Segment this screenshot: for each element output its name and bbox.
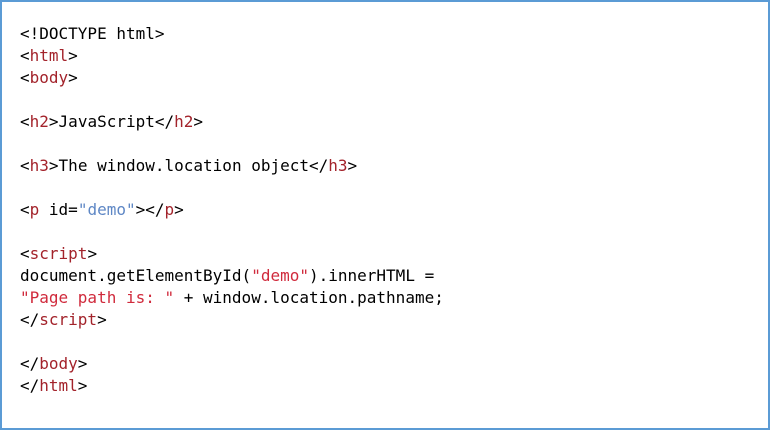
code-token: </ [145, 200, 165, 219]
code-token: < [20, 200, 30, 219]
code-token: > [77, 354, 88, 373]
code-token: "demo" [251, 266, 309, 285]
code-line: </body> [20, 353, 750, 375]
code-token: h3 [328, 156, 348, 175]
code-line [20, 133, 750, 155]
code-line: "Page path is: " + window.location.pathn… [20, 287, 750, 309]
code-token: + window.location.pathname; [174, 288, 444, 307]
code-token: > [347, 156, 358, 175]
code-token: h2 [174, 112, 194, 131]
code-token: </ [20, 376, 40, 395]
code-line: <html> [20, 45, 750, 67]
code-token: script [29, 244, 88, 263]
code-token: The window.location object [58, 156, 309, 175]
code-block: <!DOCTYPE html><html><body> <h2>JavaScri… [2, 2, 768, 397]
code-token: </ [154, 112, 175, 131]
code-token: h3 [29, 156, 49, 175]
code-token: ).innerHTML = [308, 266, 435, 285]
code-token: </ [20, 310, 40, 329]
code-line: <h2>JavaScript</h2> [20, 111, 750, 133]
code-token: body [29, 68, 69, 87]
code-token: body [39, 354, 78, 373]
code-line: document.getElementById("demo").innerHTM… [20, 265, 750, 287]
code-line: <script> [20, 243, 750, 265]
code-token: html [29, 46, 69, 65]
code-token: > [135, 200, 146, 219]
code-token: </ [309, 156, 329, 175]
code-token: > [97, 310, 107, 329]
code-token: script [39, 310, 98, 329]
code-token: p [164, 200, 175, 219]
code-token: document.getElementById( [20, 266, 252, 285]
code-line: <!DOCTYPE html> [20, 23, 750, 45]
code-token: > [174, 200, 184, 219]
code-token: "Page path is: " [20, 288, 175, 307]
code-token: </ [20, 354, 40, 373]
code-token: id= [39, 200, 78, 219]
code-line: <h3>The window.location object</h3> [20, 155, 750, 177]
code-line [20, 221, 750, 243]
code-token: p [29, 200, 40, 219]
code-token: JavaScript [58, 112, 155, 131]
code-token: < [20, 68, 30, 87]
code-token: > [48, 112, 59, 131]
code-line: <body> [20, 67, 750, 89]
code-line [20, 177, 750, 199]
code-token: < [20, 156, 30, 175]
code-line: </html> [20, 375, 750, 397]
code-line [20, 89, 750, 111]
code-token: <!DOCTYPE html> [20, 24, 165, 43]
code-line: <p id="demo"></p> [20, 199, 750, 221]
code-token: < [20, 112, 30, 131]
code-token: < [20, 46, 30, 65]
code-token: > [68, 46, 78, 65]
code-token: < [20, 244, 30, 263]
code-token: "demo" [77, 200, 136, 219]
code-line [20, 331, 750, 353]
code-token: h2 [29, 112, 49, 131]
code-token: > [68, 68, 78, 87]
code-token: > [87, 244, 98, 263]
code-token: > [48, 156, 59, 175]
code-line: </script> [20, 309, 750, 331]
code-token: > [77, 376, 88, 395]
code-token: html [39, 376, 78, 395]
code-token: > [193, 112, 204, 131]
